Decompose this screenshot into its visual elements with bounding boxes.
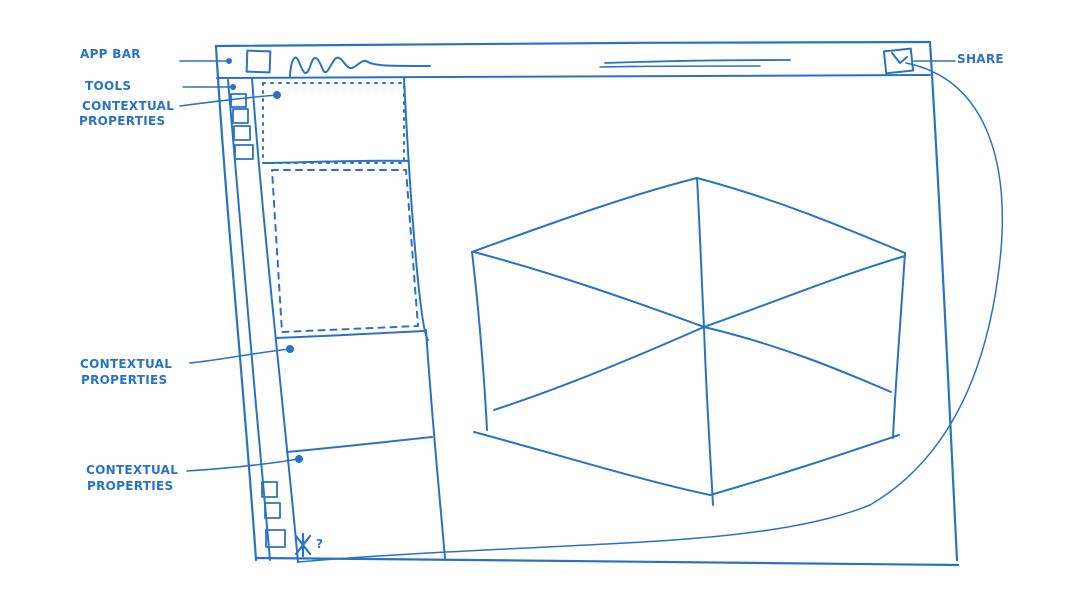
share-button[interactable] — [882, 47, 915, 75]
canvas-cube[interactable] — [471, 177, 906, 506]
label-contextual-bottom-line1: CONTEXTUAL — [86, 463, 178, 477]
tools-rail — [227, 79, 286, 561]
share-icon — [891, 52, 908, 64]
contextual-properties-selection-1[interactable] — [262, 82, 405, 164]
tool-button-4[interactable] — [234, 144, 254, 160]
bottom-tool-button-3[interactable] — [265, 529, 286, 548]
bottom-tool-button-2[interactable] — [264, 502, 281, 519]
contextual-properties-selection-2[interactable] — [271, 169, 419, 333]
label-contextual-bottom-line2: PROPERTIES — [87, 479, 173, 493]
label-app-bar: APP BAR — [80, 47, 141, 61]
tool-button-1[interactable] — [230, 93, 247, 108]
app-bar — [216, 47, 931, 79]
callouts — [179, 58, 956, 472]
app-bar-search-scribble — [604, 59, 791, 64]
label-contextual-mid-line1: CONTEXTUAL — [80, 357, 172, 371]
help-button[interactable]: ? — [294, 532, 323, 558]
tool-button-3[interactable] — [233, 125, 251, 141]
help-glyph: ? — [316, 537, 323, 551]
app-title-scribble — [289, 56, 431, 77]
label-contextual-top-line2: PROPERTIES — [79, 114, 165, 128]
contextual-properties-panel: ? — [251, 77, 446, 563]
app-icon[interactable] — [245, 49, 272, 74]
bottom-tool-button-1[interactable] — [261, 481, 278, 498]
label-contextual-top-line1: CONTEXTUAL — [82, 99, 174, 113]
app-window-frame — [214, 40, 960, 567]
tool-button-2[interactable] — [232, 108, 249, 124]
label-share: SHARE — [957, 52, 1004, 66]
label-contextual-mid-line2: PROPERTIES — [81, 373, 167, 387]
label-tools: TOOLS — [85, 79, 131, 93]
share-connector — [297, 62, 1004, 563]
